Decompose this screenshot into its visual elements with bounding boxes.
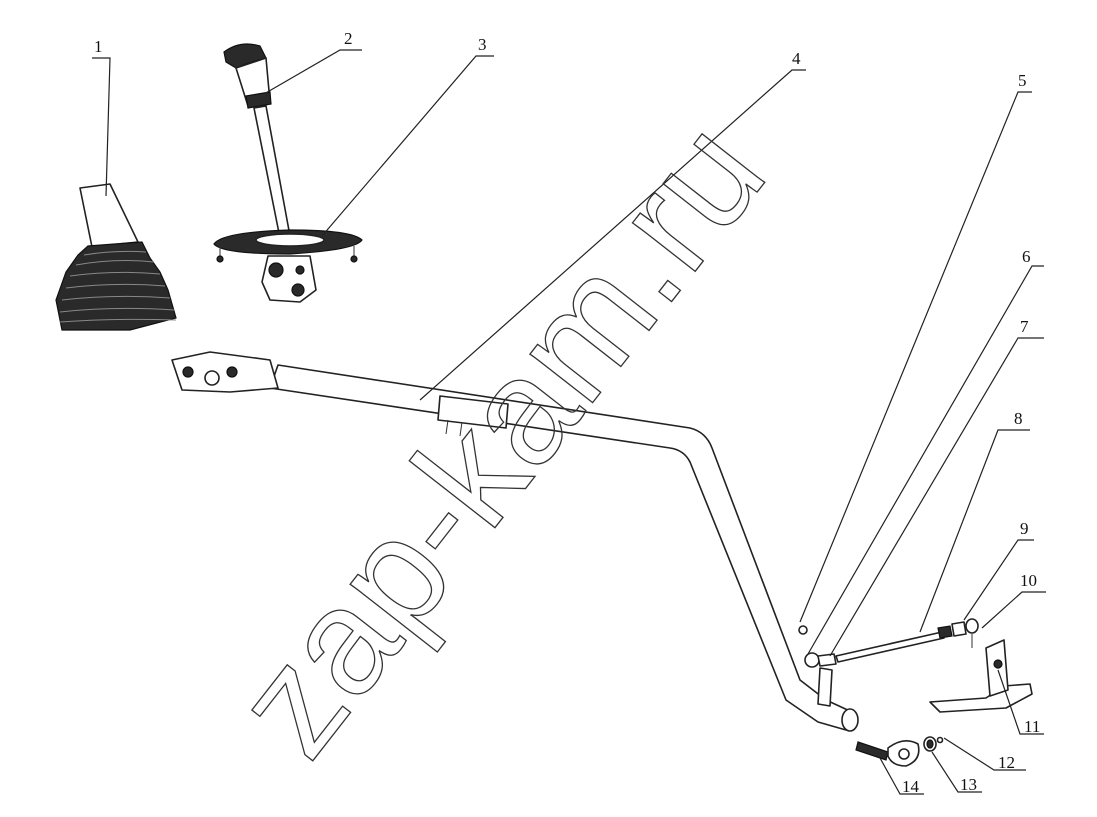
callout-10: 10 [1020,571,1037,590]
part-11-bracket [929,639,1033,713]
callout-14: 14 [902,777,920,796]
callout-9: 9 [1020,519,1029,538]
callout-2: 2 [344,29,353,48]
part-14-threaded-stud [855,741,889,761]
part-12-cotter-pin [936,736,944,744]
part-7-coupler [817,653,837,667]
callout-7: 7 [1020,317,1029,336]
callout-1: 1 [94,37,103,56]
callout-12: 12 [998,753,1015,772]
part-4-shift-rod [171,351,859,732]
part-1-boot [55,183,177,331]
part-rod-end [855,736,944,767]
callout-5: 5 [1018,71,1027,90]
part-5-pin [798,625,808,635]
part-10-eye [965,618,979,634]
part-3-lever-base [213,229,363,303]
callout-labels: 1 2 3 4 5 6 7 8 9 10 11 12 13 14 [94,29,1040,796]
callout-8: 8 [1014,409,1023,428]
part-linkage-rod [798,618,979,668]
part-6-joint [804,652,820,668]
callout-13: 13 [960,775,977,794]
leader-lines [92,49,1046,795]
part-9-nut [951,621,967,637]
callout-4: 4 [792,49,801,68]
callout-6: 6 [1022,247,1031,266]
callout-11: 11 [1024,717,1040,736]
part-2-gear-lever [223,43,291,239]
callout-3: 3 [478,35,487,54]
part-8-rod [835,631,945,663]
